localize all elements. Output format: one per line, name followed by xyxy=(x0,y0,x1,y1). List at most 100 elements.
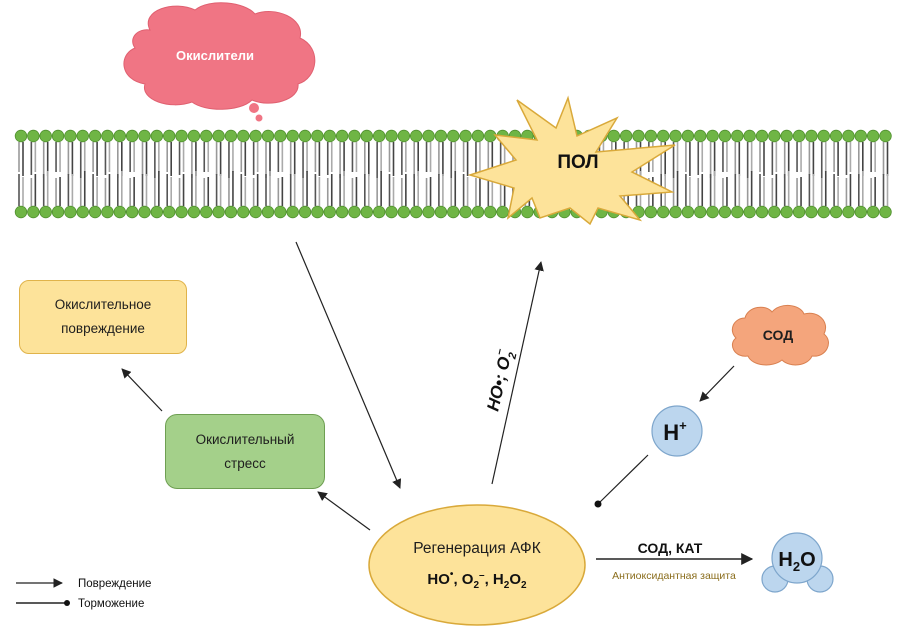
lipid-head xyxy=(669,205,682,219)
lipid-head xyxy=(311,129,324,143)
lipid-head xyxy=(768,205,781,219)
oxidative-stress-box: Окислительный стресс xyxy=(165,414,325,489)
lipid-head xyxy=(39,129,52,143)
lipid-head xyxy=(805,129,818,143)
lipid-head xyxy=(842,205,855,219)
lipid-head xyxy=(459,129,472,143)
lipid-head xyxy=(619,129,633,143)
lipid-head xyxy=(14,205,28,219)
lipid-head xyxy=(113,129,127,143)
lipid-head xyxy=(447,205,460,219)
oxidative-damage-box: Окислительное повреждение xyxy=(19,280,187,354)
oxidative-damage-line1: Окислительное xyxy=(54,297,152,313)
lipid-head xyxy=(39,205,52,219)
lipid-head xyxy=(706,205,719,219)
lipid-head xyxy=(249,129,262,143)
ros-formula: HO•, O2–, H2O2 xyxy=(427,569,527,591)
lipid-head xyxy=(397,205,411,219)
oxidative-stress-line1: Окислительный xyxy=(195,431,295,447)
lipid-head xyxy=(27,205,40,219)
lipid-head xyxy=(817,129,830,143)
lipid-head xyxy=(150,205,164,219)
lipid-head xyxy=(422,129,435,143)
lipid-peroxidation-star xyxy=(467,95,676,226)
lipid-head xyxy=(805,205,818,219)
lipid-head xyxy=(138,205,151,219)
lipid-head xyxy=(866,129,880,143)
lipid-head xyxy=(76,129,89,143)
h-plus-label: H+ xyxy=(663,418,687,445)
lipid-head xyxy=(323,129,336,143)
lipid-head xyxy=(484,129,497,143)
legend: Повреждение Торможение xyxy=(16,578,151,610)
lipid-head xyxy=(385,129,398,143)
lipid-head xyxy=(224,129,238,143)
ros-title: Регенерация АФК xyxy=(413,540,541,557)
lipid-head xyxy=(237,205,250,219)
lipid-head xyxy=(434,129,448,143)
lipid-head xyxy=(348,129,361,143)
ros-to-membrane-label: HO•; O2– xyxy=(480,347,519,414)
lipid-head xyxy=(175,205,188,219)
lipid-head xyxy=(780,129,793,143)
lipid-head xyxy=(718,205,732,219)
oxidative-damage-line2: повреждение xyxy=(61,321,145,336)
lipid-head xyxy=(496,205,509,219)
lipid-head xyxy=(298,129,312,143)
lipid-head xyxy=(632,129,645,143)
lipid-head xyxy=(138,129,151,143)
lipid-head xyxy=(311,205,324,219)
lipid-head xyxy=(76,205,89,219)
lipid-head xyxy=(669,129,682,143)
lipid-head xyxy=(224,205,238,219)
lipid-head xyxy=(200,129,213,143)
lipid-head xyxy=(471,129,485,143)
h-plus-circle xyxy=(651,405,703,457)
legend-inhibition-label: Торможение xyxy=(78,598,144,610)
lipid-head xyxy=(644,129,658,143)
lipid-head xyxy=(792,129,806,143)
lipid-head xyxy=(521,205,534,219)
lipid-head xyxy=(175,129,188,143)
lipid-head xyxy=(125,205,139,219)
lipid-head xyxy=(88,129,102,143)
lipid-head xyxy=(113,205,127,219)
legend-damage-label: Повреждение xyxy=(78,578,151,590)
lipid-head xyxy=(162,129,176,143)
lipid-head xyxy=(817,205,830,219)
lipid-head xyxy=(755,129,769,143)
hplus-to-ros-inhibition xyxy=(598,454,649,504)
lipid-bilayer-membrane xyxy=(14,129,892,219)
antioxidant-defense-label: Антиоксидантная защита xyxy=(612,570,736,582)
lipid-head xyxy=(27,129,40,143)
lipid-head xyxy=(385,205,398,219)
lipid-head xyxy=(261,205,275,219)
lipid-head xyxy=(125,129,139,143)
lipid-head xyxy=(768,129,781,143)
lipid-head xyxy=(681,205,695,219)
lipid-head xyxy=(780,205,793,219)
lipid-head xyxy=(212,129,225,143)
lipid-head xyxy=(397,129,411,143)
lipid-head xyxy=(372,129,386,143)
lipid-head xyxy=(150,129,164,143)
lipid-head xyxy=(743,205,756,219)
lipid-head xyxy=(14,129,28,143)
water-label: H2O xyxy=(778,549,815,574)
lipid-head xyxy=(237,129,250,143)
ros-regeneration-ellipse xyxy=(368,504,586,626)
sod-label: СОД xyxy=(763,327,793,343)
lipid-head xyxy=(854,129,868,143)
stress-to-damage-arrow xyxy=(121,368,163,412)
lipid-head xyxy=(644,205,658,219)
water-molecule xyxy=(761,532,834,593)
sod-cloud xyxy=(731,305,829,366)
lipid-head xyxy=(335,205,349,219)
lipid-head xyxy=(348,205,361,219)
lipid-head xyxy=(286,205,299,219)
lipid-head xyxy=(854,205,868,219)
lipid-head xyxy=(879,129,892,143)
lipid-head xyxy=(866,205,880,219)
lipid-head xyxy=(249,205,262,219)
